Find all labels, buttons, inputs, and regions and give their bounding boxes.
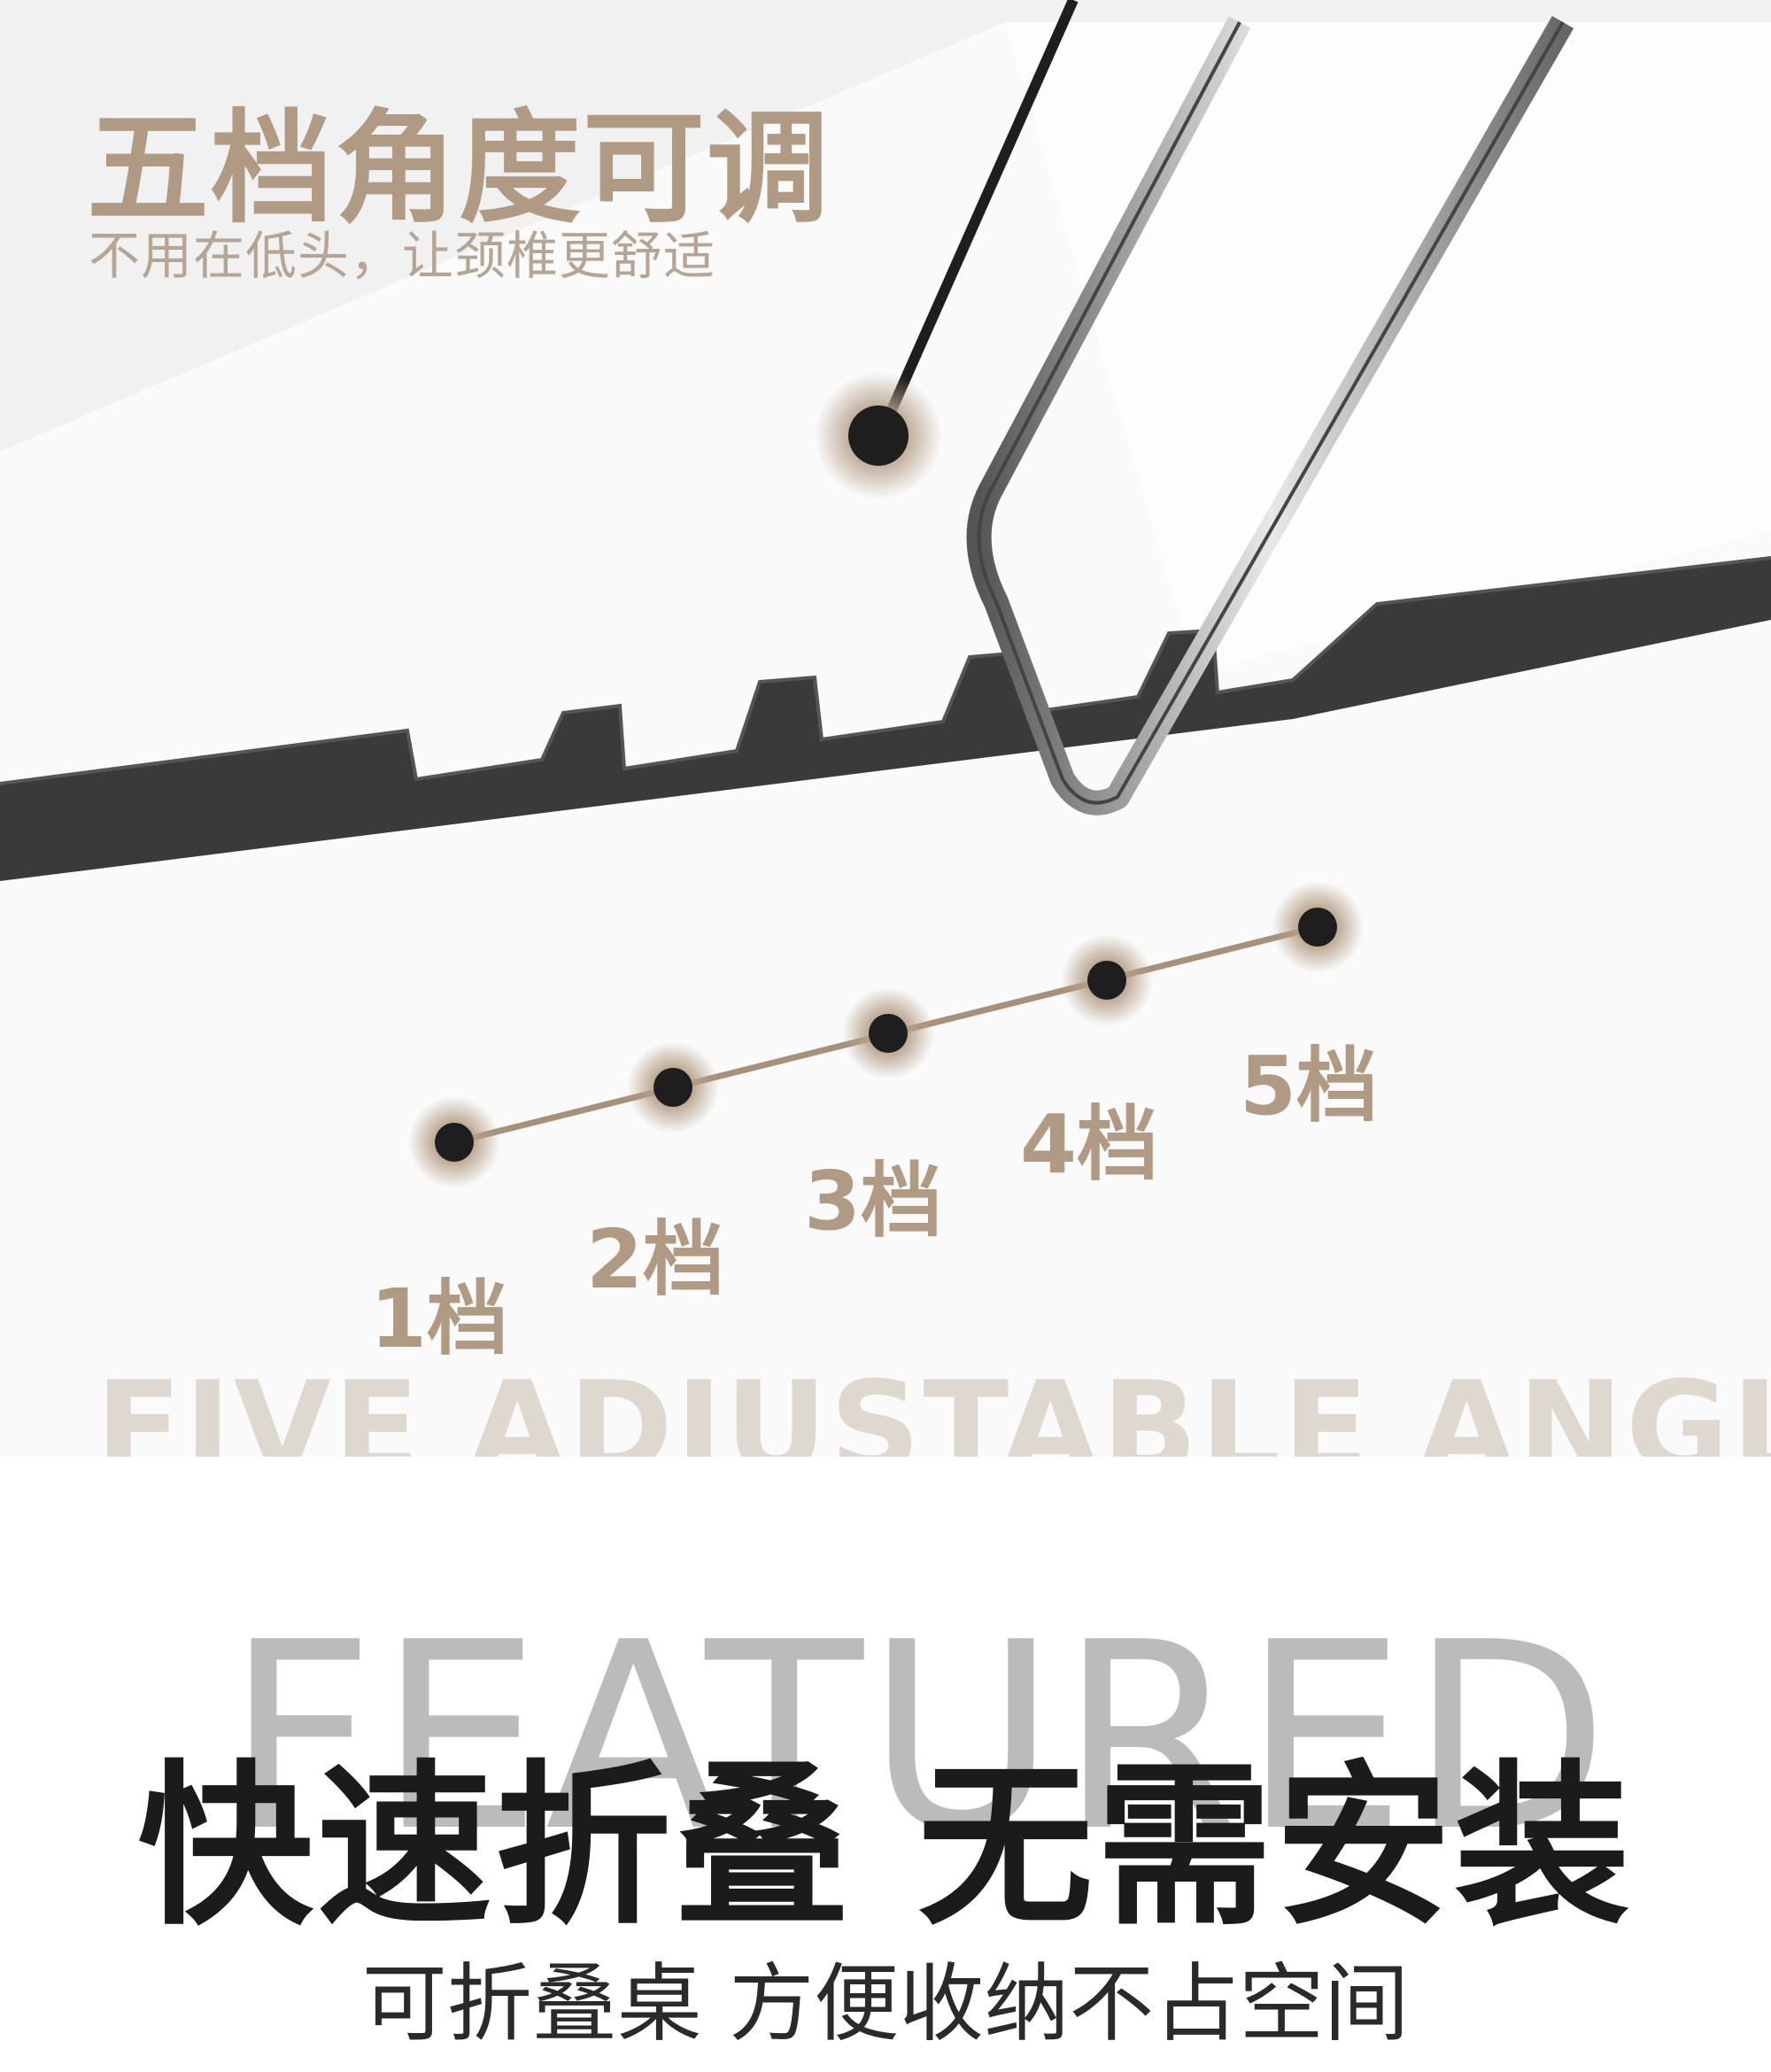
section-subtitle: 可折叠桌 方便收纳不占空间 bbox=[361, 1954, 1410, 2053]
gear-dots bbox=[408, 881, 1364, 1188]
gear-label-3: 3档 bbox=[804, 1154, 943, 1249]
gear-label-4: 4档 bbox=[1020, 1097, 1159, 1192]
gear-label-1: 1档 bbox=[370, 1272, 509, 1366]
feature-hero: 五档角度可调 不用在低头，让颈椎更舒适 1档 2档 3档 4档 5档 FIVE … bbox=[0, 0, 1771, 1457]
gear-label-2: 2档 bbox=[586, 1212, 725, 1307]
stand-illustration bbox=[0, 0, 1771, 1188]
english-watermark: FIVE ADJUSTABLE ANGLES bbox=[96, 1355, 1771, 1457]
gear-label-5: 5档 bbox=[1240, 1039, 1379, 1133]
featured-background-word: FEATURED bbox=[226, 1587, 1612, 1888]
feature-subtitle: 不用在低头，让颈椎更舒适 bbox=[89, 226, 716, 286]
feature-title: 五档角度可调 bbox=[87, 97, 831, 240]
section-title: 快速折叠 无需安装 bbox=[137, 1744, 1634, 1949]
